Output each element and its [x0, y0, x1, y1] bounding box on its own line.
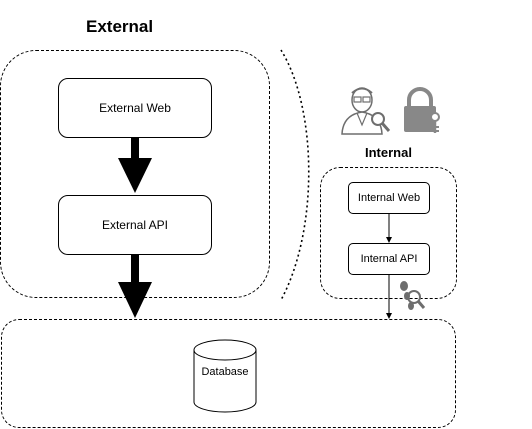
external-zone-title: External [86, 17, 154, 36]
arrow-internal-api-to-db-head [386, 313, 392, 319]
database-cylinder [193, 339, 257, 413]
footprints-magnifier-icon [400, 281, 426, 310]
external-web-label: External Web [99, 101, 171, 115]
data-zone-group [1, 319, 456, 428]
external-api-node: External API [58, 195, 212, 255]
arrow-internal-web-to-api-head [386, 237, 392, 243]
external-web-node: External Web [58, 78, 212, 138]
zone-boundary-curve [280, 49, 310, 301]
external-api-label: External API [101, 218, 169, 232]
arrow-web-to-api-head [118, 158, 152, 193]
internal-zone-title: Internal [365, 145, 412, 160]
padlock-key-icon [404, 87, 440, 133]
internal-api-label: Internal API [360, 253, 418, 265]
arrow-api-to-db-head [118, 282, 152, 318]
internal-web-label: Internal Web [357, 192, 421, 204]
internal-api-node: Internal API [348, 243, 430, 275]
inspector-with-magnifier-icon [341, 87, 391, 135]
database-label: Database [201, 366, 249, 378]
internal-web-node: Internal Web [348, 182, 430, 214]
